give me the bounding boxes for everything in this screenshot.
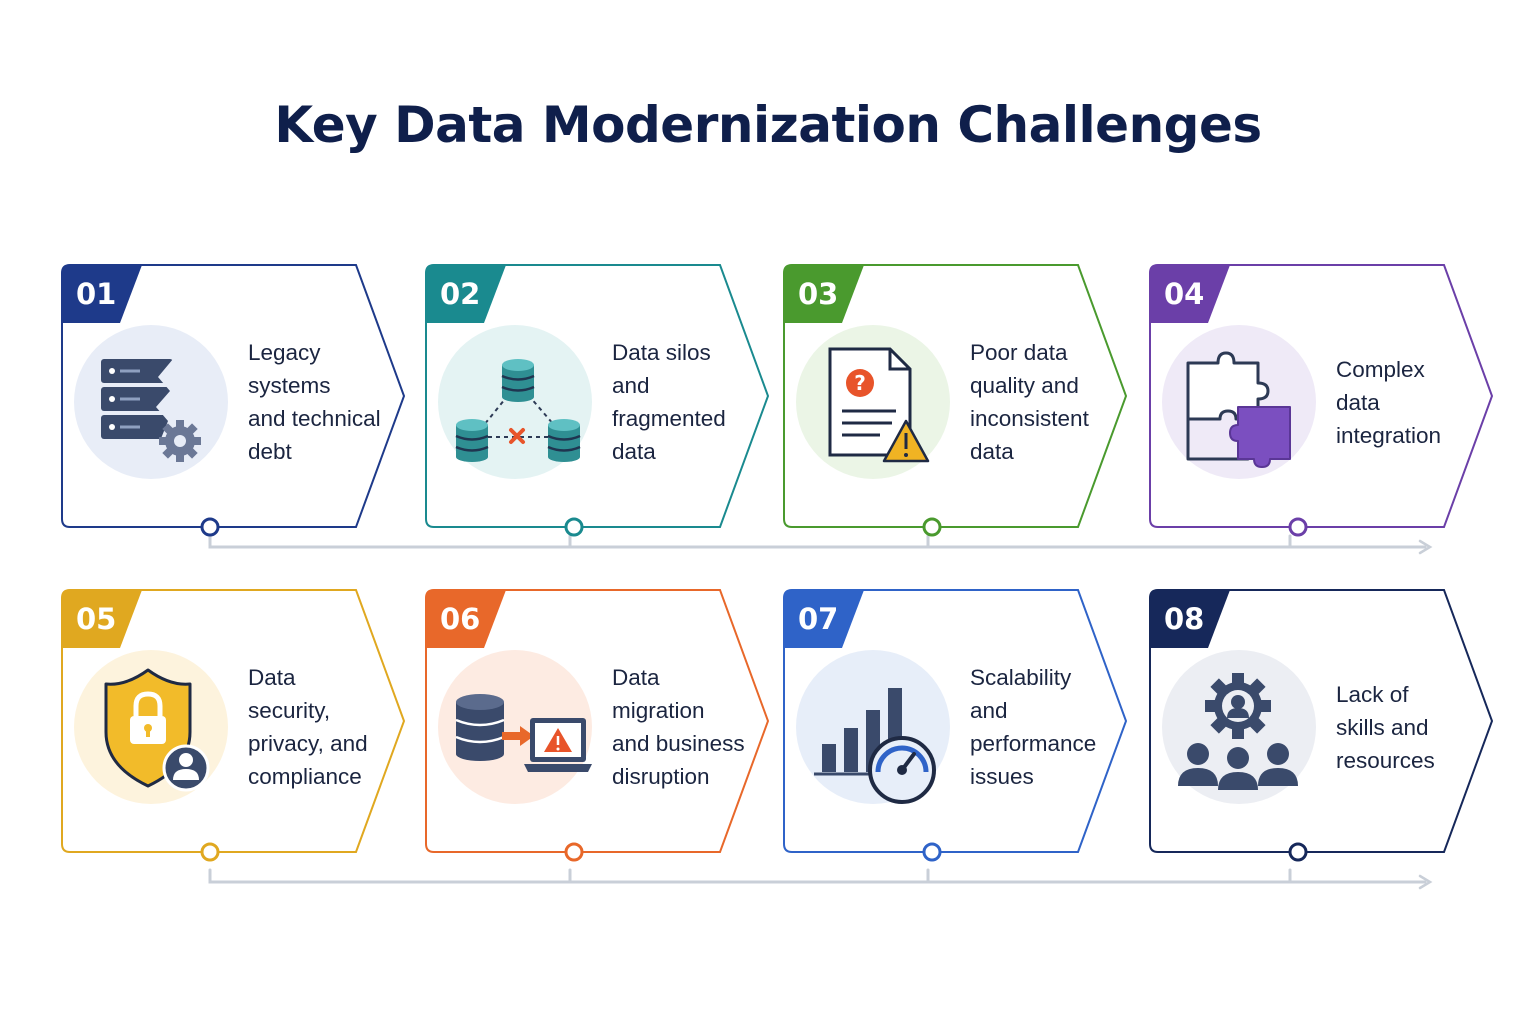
challenge-label: Data migration and business disruption	[612, 665, 745, 789]
challenge-label: Lack of skills and resources	[1336, 681, 1435, 773]
challenge-label: Data security, privacy, and compliance	[248, 665, 368, 789]
challenge-number: 05	[76, 602, 117, 636]
challenge-label: Legacy systems and technical debt	[248, 340, 381, 464]
server-rack-gear-icon	[74, 325, 228, 479]
team-gear-icon	[1162, 650, 1316, 804]
document-warning-icon: ?	[796, 325, 950, 479]
challenge-label: Poor data quality and inconsistent data	[970, 340, 1089, 464]
challenge-label: Data silos and fragmented data	[612, 340, 726, 464]
challenge-card-02: 02	[425, 264, 778, 537]
challenge-card-05: 05 Data security, privacy, and complianc…	[61, 589, 414, 862]
challenge-number: 07	[798, 602, 839, 636]
challenge-number: 02	[440, 277, 481, 311]
page-title: Key Data Modernization Challenges	[274, 96, 1262, 154]
challenge-card-06: 06 Data migration and business disruptio…	[425, 589, 778, 862]
challenge-number: 01	[76, 277, 117, 311]
challenge-card-08: 08	[1149, 589, 1502, 862]
challenge-card-03: 03 ? Poor data quality and inconsistent …	[783, 264, 1136, 537]
database-migration-icon	[438, 650, 592, 804]
challenge-label: Complex data integration	[1336, 356, 1442, 448]
challenge-card-01: 01 Legacy systems and technical debt	[61, 264, 414, 537]
svg-text:?: ?	[854, 371, 866, 395]
challenge-card-07: 07 Scalability and performance issues	[783, 589, 1136, 862]
challenge-number: 03	[798, 277, 839, 311]
challenge-card-04: 04 Complex data integration	[1149, 264, 1502, 537]
puzzle-icon	[1162, 325, 1316, 479]
challenge-label: Scalability and performance issues	[970, 665, 1097, 789]
database-silos-icon	[438, 325, 592, 479]
shield-lock-icon	[74, 650, 228, 804]
challenge-number: 04	[1164, 277, 1205, 311]
speedometer-chart-icon	[796, 650, 950, 804]
challenge-number: 08	[1164, 602, 1205, 636]
challenge-number: 06	[440, 602, 481, 636]
